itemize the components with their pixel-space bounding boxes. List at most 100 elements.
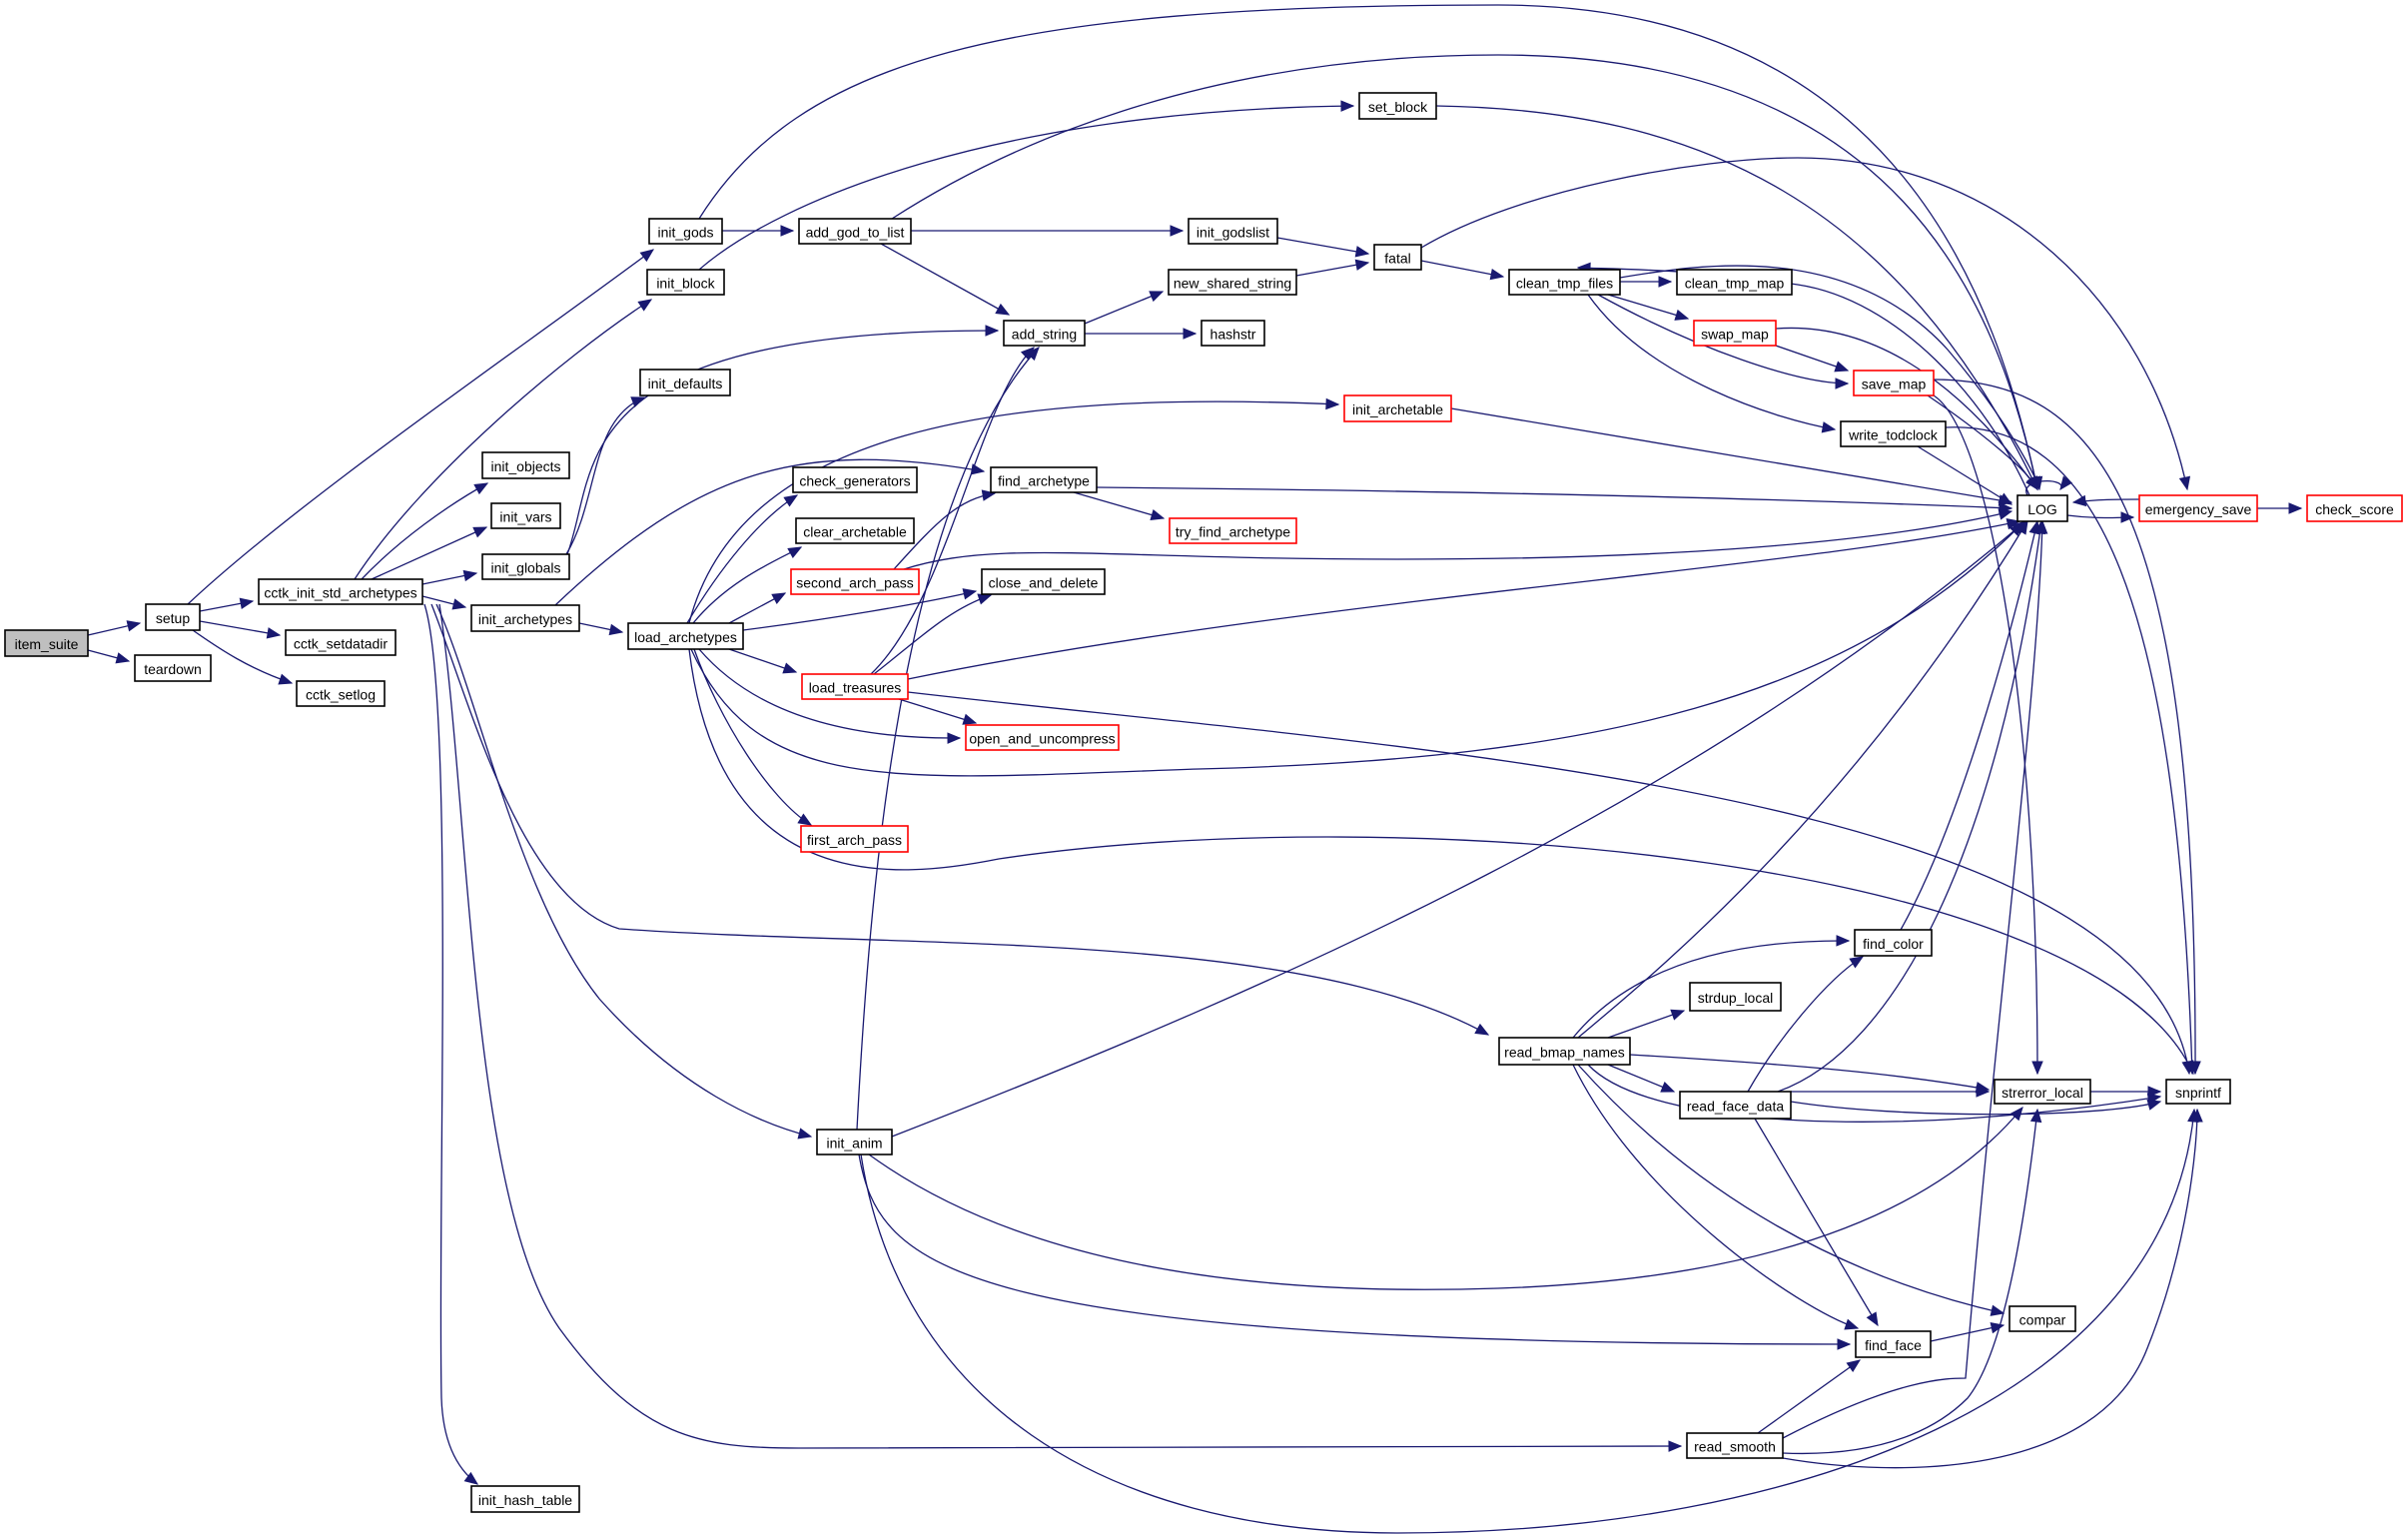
node-box[interactable]: [646, 269, 725, 296]
node-box[interactable]: [296, 680, 386, 707]
node-box[interactable]: [1169, 517, 1297, 544]
node-box[interactable]: [990, 466, 1098, 493]
node-read-bmap-names[interactable]: read_bmap_names: [1498, 1037, 1631, 1066]
node-box[interactable]: [800, 825, 909, 853]
node-box[interactable]: [1508, 269, 1621, 296]
node-snprintf[interactable]: snprintf: [2165, 1079, 2231, 1105]
node-find-face[interactable]: find_face: [1855, 1330, 1932, 1358]
node-box[interactable]: [816, 1129, 893, 1155]
node-item-suite[interactable]: item_suite: [4, 629, 89, 657]
node-write-todclock[interactable]: write_todclock: [1840, 420, 1947, 447]
node-box[interactable]: [801, 673, 909, 700]
node-box[interactable]: [1686, 1432, 1784, 1459]
node-swap-map[interactable]: swap_map: [1693, 320, 1777, 347]
node-new-shared-string[interactable]: new_shared_string: [1168, 269, 1297, 296]
node-box[interactable]: [1853, 370, 1935, 396]
node-second-arch-pass[interactable]: second_arch_pass: [790, 568, 920, 595]
node-read-face-data[interactable]: read_face_data: [1679, 1091, 1792, 1120]
node-cctk-init-std-archetypes[interactable]: cctk_init_std_archetypes: [258, 578, 423, 605]
node-box[interactable]: [134, 654, 212, 682]
node-box[interactable]: [1855, 1330, 1932, 1358]
node-box[interactable]: [1373, 244, 1422, 271]
node-box[interactable]: [648, 218, 723, 245]
node-box[interactable]: [627, 622, 744, 650]
node-box[interactable]: [1201, 320, 1265, 347]
node-init-defaults[interactable]: init_defaults: [639, 369, 731, 396]
node-box[interactable]: [790, 568, 920, 595]
node-init-objects[interactable]: init_objects: [481, 451, 570, 479]
node-init-globals[interactable]: init_globals: [481, 553, 570, 580]
node-find-color[interactable]: find_color: [1854, 929, 1933, 957]
node-fatal[interactable]: fatal: [1373, 244, 1422, 271]
node-set-block[interactable]: set_block: [1358, 92, 1437, 120]
node-box[interactable]: [1676, 269, 1793, 296]
node-check-generators[interactable]: check_generators: [792, 466, 918, 493]
node-find-archetype[interactable]: find_archetype: [990, 466, 1098, 493]
node-cctk-setdatadir[interactable]: cctk_setdatadir: [285, 629, 397, 656]
node-box[interactable]: [490, 502, 561, 529]
node-box[interactable]: [4, 629, 89, 657]
node-box[interactable]: [981, 568, 1106, 595]
node-box[interactable]: [2306, 494, 2403, 522]
node-close-and-delete[interactable]: close_and_delete: [981, 568, 1106, 595]
node-init-hash-table[interactable]: init_hash_table: [470, 1485, 580, 1513]
node-box[interactable]: [1358, 92, 1437, 120]
node-teardown[interactable]: teardown: [134, 654, 212, 682]
node-box[interactable]: [639, 369, 731, 396]
node-box[interactable]: [795, 517, 915, 544]
node-box[interactable]: [965, 724, 1120, 751]
node-box[interactable]: [1854, 929, 1933, 957]
node-box[interactable]: [1188, 218, 1278, 245]
node-box[interactable]: [1498, 1037, 1631, 1066]
node-box[interactable]: [1679, 1091, 1792, 1120]
node-load-archetypes[interactable]: load_archetypes: [627, 622, 744, 650]
node-open-and-uncompress[interactable]: open_and_uncompress: [965, 724, 1120, 751]
node-box[interactable]: [1840, 420, 1947, 447]
node-box[interactable]: [481, 553, 570, 580]
node-box[interactable]: [1689, 982, 1782, 1012]
node-box[interactable]: [2165, 1079, 2231, 1105]
node-box[interactable]: [285, 629, 397, 656]
node-box[interactable]: [1003, 320, 1086, 347]
node-box[interactable]: [258, 578, 423, 605]
node-strdup-local[interactable]: strdup_local: [1689, 982, 1782, 1012]
node-init-gods[interactable]: init_gods: [648, 218, 723, 245]
node-clear-archetable[interactable]: clear_archetable: [795, 517, 915, 544]
node-cctk-setlog[interactable]: cctk_setlog: [296, 680, 386, 707]
node-box[interactable]: [470, 1485, 580, 1513]
node-init-anim[interactable]: init_anim: [816, 1129, 893, 1155]
node-first-arch-pass[interactable]: first_arch_pass: [800, 825, 909, 853]
node-setup[interactable]: setup: [145, 603, 201, 631]
node-init-archetypes[interactable]: init_archetypes: [470, 604, 580, 632]
node-hashstr[interactable]: hashstr: [1201, 320, 1265, 347]
node-init-vars[interactable]: init_vars: [490, 502, 561, 529]
node-clean-tmp-files[interactable]: clean_tmp_files: [1508, 269, 1621, 296]
node-box[interactable]: [2016, 494, 2068, 522]
node-load-treasures[interactable]: load_treasures: [801, 673, 909, 700]
node-init-archetable[interactable]: init_archetable: [1343, 394, 1452, 422]
node-save-map[interactable]: save_map: [1853, 370, 1935, 396]
node-init-block[interactable]: init_block: [646, 269, 725, 296]
node-box[interactable]: [2138, 494, 2258, 522]
node-compar[interactable]: compar: [2008, 1305, 2076, 1332]
node-box[interactable]: [792, 466, 918, 493]
node-log[interactable]: LOG: [2016, 494, 2068, 522]
node-add-string[interactable]: add_string: [1003, 320, 1086, 347]
node-box[interactable]: [1693, 320, 1777, 347]
node-read-smooth[interactable]: read_smooth: [1686, 1432, 1784, 1459]
node-check-score[interactable]: check_score: [2306, 494, 2403, 522]
node-box[interactable]: [798, 218, 912, 245]
node-box[interactable]: [1343, 394, 1452, 422]
node-box[interactable]: [1168, 269, 1297, 296]
node-emergency-save[interactable]: emergency_save: [2138, 494, 2258, 522]
node-box[interactable]: [145, 603, 201, 631]
node-clean-tmp-map[interactable]: clean_tmp_map: [1676, 269, 1793, 296]
node-try-find-archetype[interactable]: try_find_archetype: [1169, 517, 1297, 544]
node-add-god-to-list[interactable]: add_god_to_list: [798, 218, 912, 245]
node-strerror-local[interactable]: strerror_local: [1994, 1079, 2091, 1105]
node-box[interactable]: [481, 451, 570, 479]
node-box[interactable]: [1994, 1079, 2091, 1105]
node-init-godslist[interactable]: init_godslist: [1188, 218, 1278, 245]
node-box[interactable]: [2008, 1305, 2076, 1332]
node-box[interactable]: [470, 604, 580, 632]
